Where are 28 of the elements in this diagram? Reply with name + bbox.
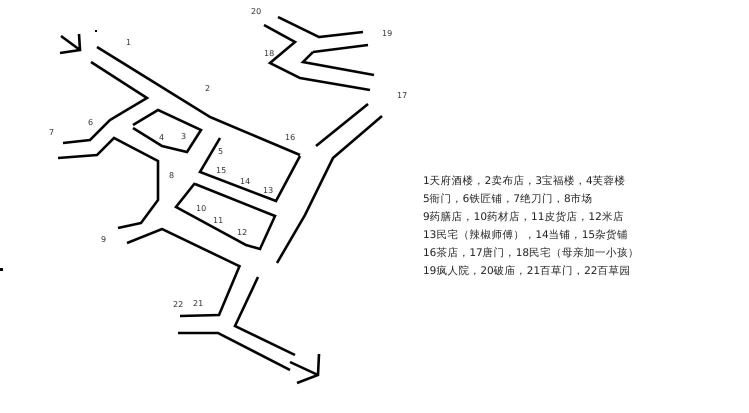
legend-text: 13民宅（辣椒师傅），14当铺，15杂货铺 bbox=[423, 230, 628, 240]
location-number: 6 bbox=[88, 119, 94, 127]
location-number: 8 bbox=[169, 172, 174, 180]
location-number: 14 bbox=[240, 178, 250, 186]
location-number: 13 bbox=[263, 187, 274, 195]
legend-text: 1天府酒楼，2卖布店，3宝福楼，4芙蓉楼 bbox=[423, 176, 626, 186]
location-number: 19 bbox=[382, 30, 392, 38]
location-number: 16 bbox=[285, 134, 296, 142]
location-number: 4 bbox=[159, 134, 164, 142]
location-number: 9 bbox=[101, 236, 106, 244]
location-number: 10 bbox=[196, 205, 206, 213]
location-number: 5 bbox=[218, 148, 224, 156]
location-number: 7 bbox=[49, 129, 54, 137]
location-number: 15 bbox=[216, 167, 226, 175]
location-number: 3 bbox=[181, 133, 186, 141]
location-number: 18 bbox=[264, 50, 274, 58]
location-number: 12 bbox=[237, 229, 248, 237]
legend-text: 16茶店，17唐门，18民宅（母亲加一小孩） bbox=[423, 248, 640, 258]
location-number: 20 bbox=[251, 8, 262, 16]
location-number: 21 bbox=[193, 300, 204, 308]
location-number: 2 bbox=[205, 85, 210, 93]
location-number: 11 bbox=[213, 217, 224, 225]
location-number: 1 bbox=[126, 39, 132, 47]
location-number: 22 bbox=[173, 301, 184, 309]
legend-text: 19疯人院，20破庙，21百草门，22百草园 bbox=[423, 266, 630, 276]
legend-text: 9药膳店，10药材店，11皮货店，12米店 bbox=[423, 212, 624, 222]
location-number: 17 bbox=[397, 92, 408, 100]
legend-text: 5衙门，6铁匠铺，7绝刀门，8市场 bbox=[423, 194, 593, 204]
